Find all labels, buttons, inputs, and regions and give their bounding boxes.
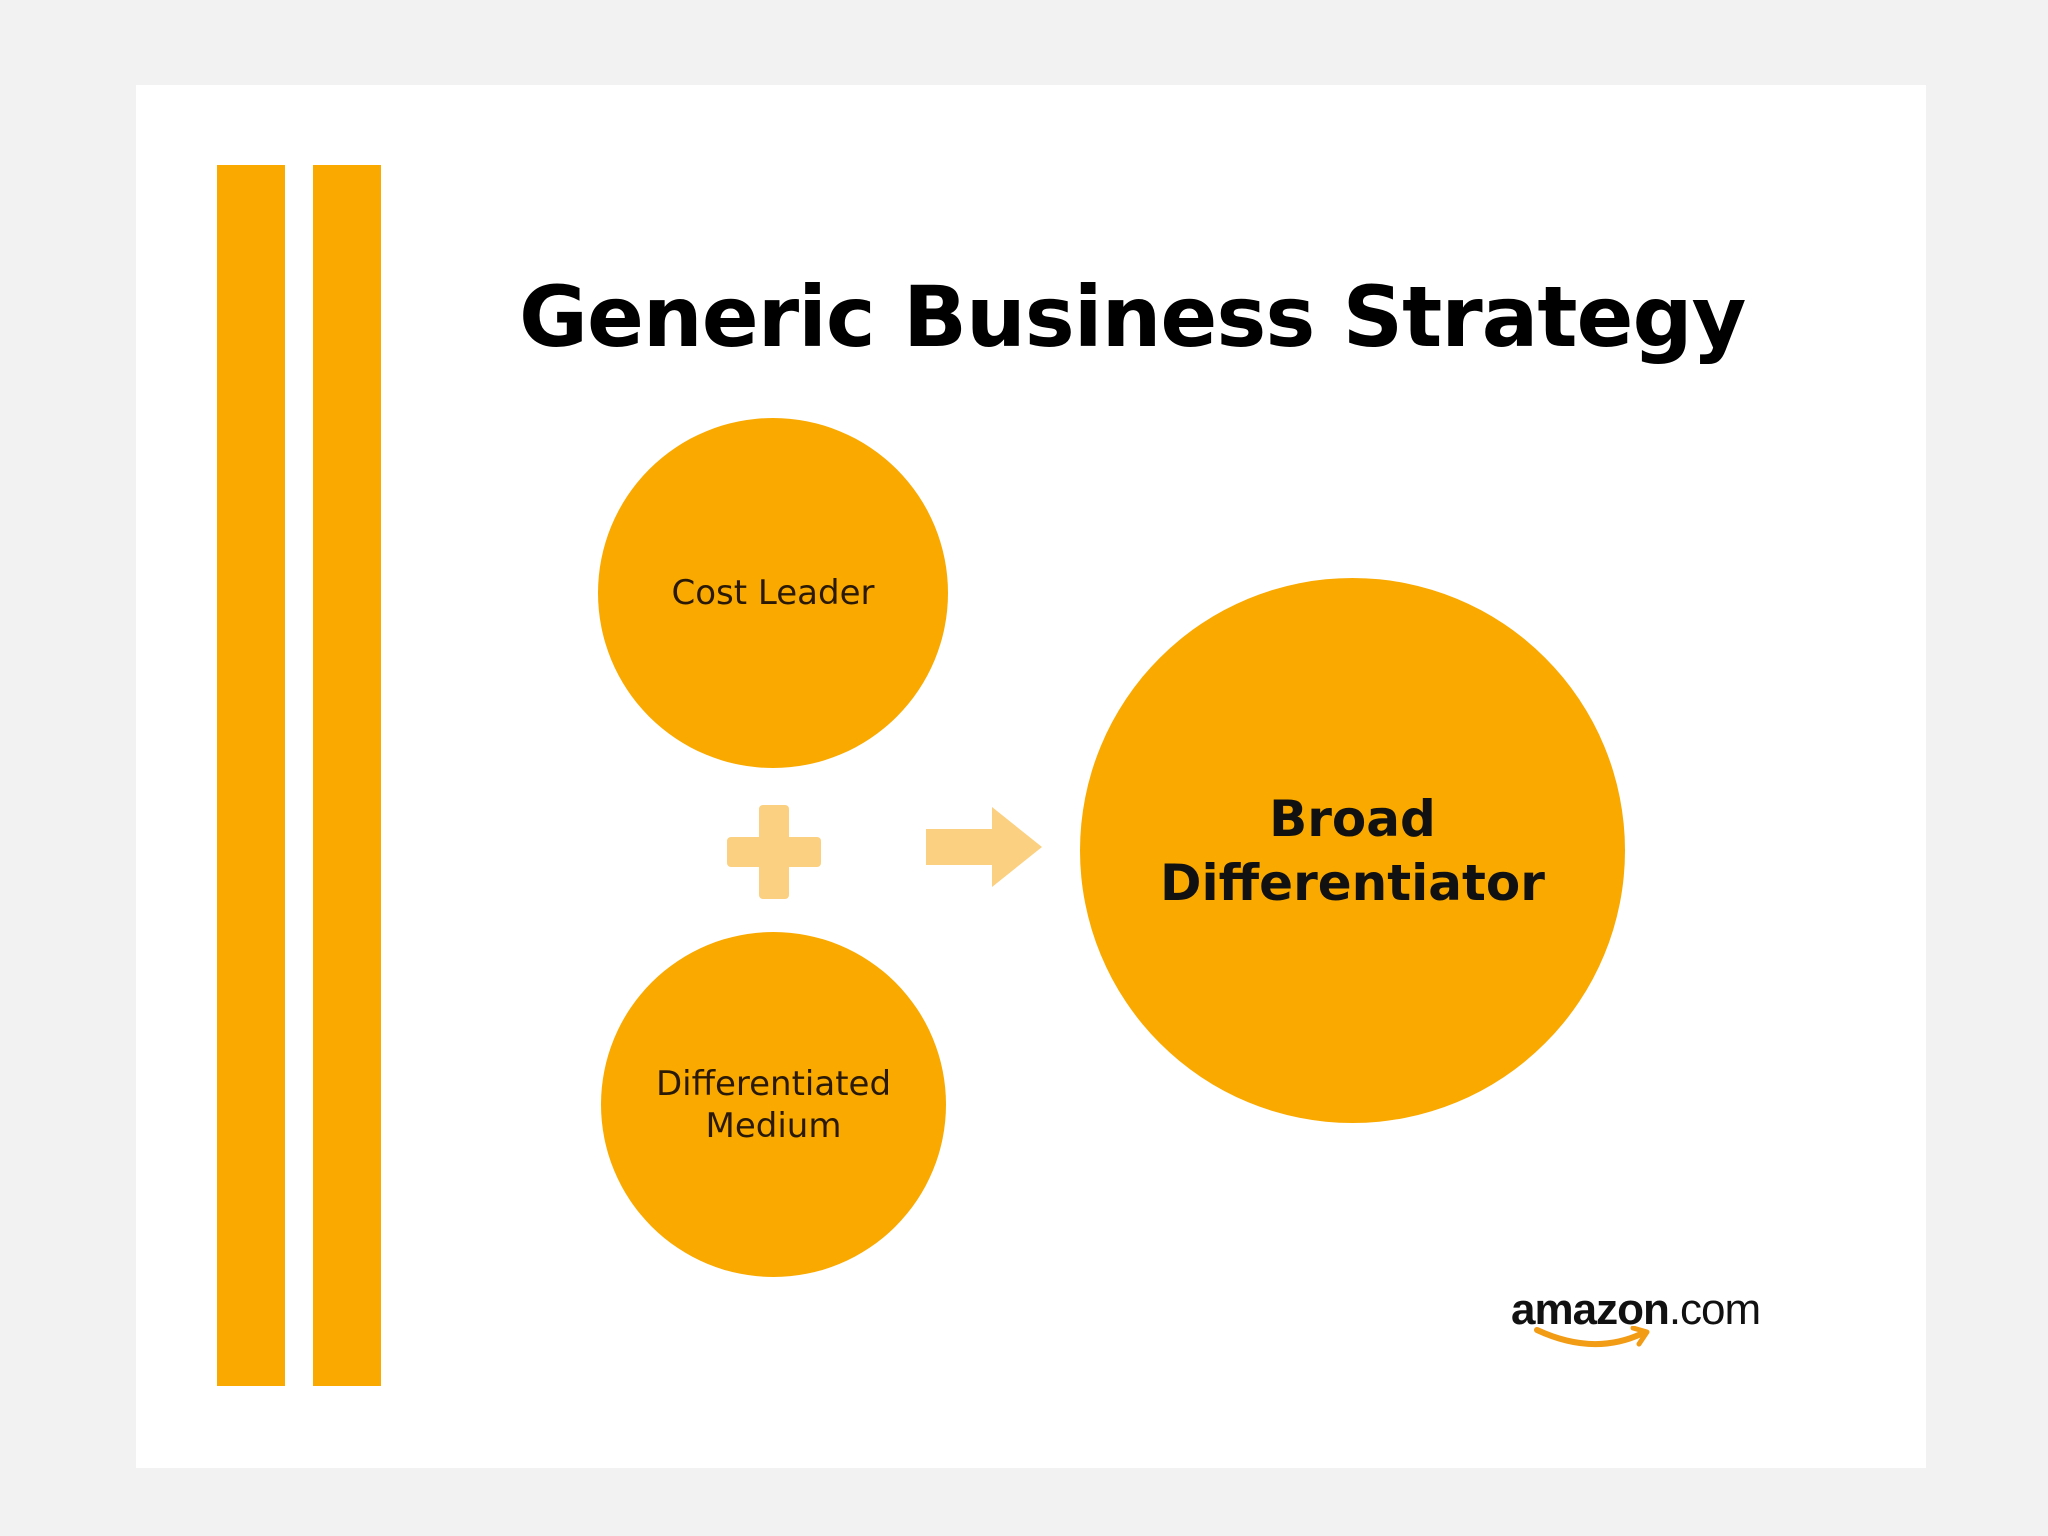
slide-title: Generic Business Strategy	[519, 268, 1746, 366]
arrow-right-icon	[926, 807, 1042, 887]
differentiated-medium-label-line1: Differentiated	[655, 1063, 892, 1104]
broad-differentiator-node: Broad Differentiator	[1080, 578, 1625, 1123]
amazon-smile-icon	[1534, 1326, 1650, 1348]
slide: Generic Business Strategy Cost Leader Di…	[136, 85, 1926, 1468]
broad-differentiator-label-line2: Differentiator	[1160, 853, 1545, 912]
cost-leader-label: Cost Leader	[671, 573, 875, 613]
broad-differentiator-label-line1: Broad	[1269, 789, 1436, 848]
plus-icon	[727, 805, 821, 899]
cost-leader-node: Cost Leader	[598, 418, 948, 768]
plus-icon-vertical	[759, 805, 789, 899]
amazon-logo-suffix: .com	[1668, 1285, 1761, 1334]
amazon-logo-text: amazon.com	[1511, 1282, 1761, 1338]
differentiated-medium-node: Differentiated Medium	[601, 932, 946, 1277]
decorative-bar-right	[313, 165, 381, 1386]
amazon-logo-name: amazon	[1511, 1285, 1670, 1334]
amazon-logo: amazon.com	[1511, 1282, 1801, 1352]
differentiated-medium-label-line2: Medium	[705, 1105, 842, 1146]
decorative-bar-left	[217, 165, 285, 1386]
